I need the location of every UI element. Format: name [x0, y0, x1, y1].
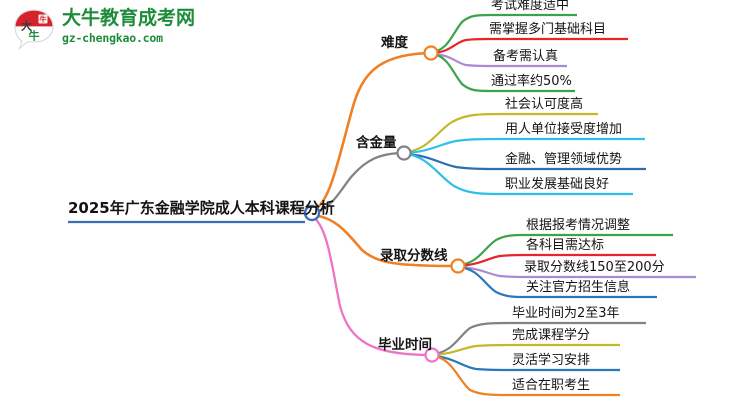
svg-text:牛: 牛: [29, 29, 40, 43]
branch-label-luqufenshuxian[interactable]: 录取分数线: [380, 248, 448, 264]
leaf-label-luqufenshuxian150zhi200fen[interactable]: 录取分数线150至200分: [524, 260, 665, 275]
leaf-label-shehuirenkedugao[interactable]: 社会认可度高: [505, 97, 584, 112]
hub-hanjinliang[interactable]: [396, 145, 412, 161]
leaf-wire-1-3: [429, 52, 494, 68]
leaf-wire-3-2: [456, 253, 526, 268]
leaf-label-beikaoxurenzhen[interactable]: 备考需认真: [493, 49, 559, 64]
leaf-wire-3-1: [456, 233, 526, 267]
hub-nandu[interactable]: [423, 45, 439, 61]
trunk-nandu: [310, 51, 433, 213]
leaf-label-tongguoluyue50[interactable]: 通过率约50%: [491, 74, 572, 89]
leaf-label-guanzhuguanfangzhaoshengxinxi[interactable]: 关注官方招生信息: [526, 280, 631, 295]
leaf-label-biyeshijianwei2zhi3nian[interactable]: 毕业时间为2至3年: [512, 306, 620, 321]
root-node-label: 2025年广东金融学院成人本科课程分析: [68, 199, 335, 217]
leaf-wire-1-4: [429, 52, 492, 93]
hub-root[interactable]: [303, 204, 321, 222]
trunk-biyeshijian: [310, 214, 434, 357]
leaf-label-genjubaokaoqingkuangtiaozheng[interactable]: 根据报考情况调整: [526, 218, 631, 233]
leaf-label-linghuoxuexianpai[interactable]: 灵活学习安排: [512, 353, 591, 368]
leaf-wire-2-1: [402, 112, 505, 154]
leaf-wire-1-2: [429, 37, 490, 55]
leaf-wire-3-3: [456, 265, 526, 279]
leaf-wire-4-4: [430, 354, 512, 397]
leaf-label-yongrendanweijieshouduzengjia[interactable]: 用人单位接受度增加: [505, 122, 623, 137]
leaf-label-kaoshinandushizhong[interactable]: 考试难度适中: [491, 0, 570, 13]
leaf-label-shiheizaizhikaosheng[interactable]: 适合在职考生: [512, 378, 591, 393]
leaf-wire-3-4: [456, 265, 526, 299]
branch-label-hanjinliang[interactable]: 含金量: [356, 135, 397, 151]
leaf-label-wanchengkechengxuefen[interactable]: 完成课程学分: [512, 328, 591, 343]
svg-text:牛: 牛: [40, 15, 47, 24]
trunk-hanjinliang: [310, 151, 406, 214]
leaf-label-zhiyefazhanjichulianghao[interactable]: 职业发展基础良好: [505, 177, 610, 192]
hub-luqufenshuxian[interactable]: [450, 258, 466, 274]
leaf-label-jinrongguanlilingyuyoushi[interactable]: 金融、管理领域优势: [505, 152, 623, 167]
site-logo[interactable]: 牛 大 牛 大牛教育成考网 gz-chengkao.com: [12, 6, 195, 54]
mindmap-root-node[interactable]: 2025年广东金融学院成人本科课程分析: [68, 198, 335, 218]
branch-label-nandu[interactable]: 难度: [381, 35, 408, 51]
daniu-logo-icon: 牛 大 牛: [14, 9, 54, 50]
trunk-luqufenshuxian: [310, 213, 460, 268]
logo-site-name: 大牛教育成考网: [62, 7, 196, 29]
leaf-label-xuzhangwuduomenjichukemu[interactable]: 需掌握多门基础科目: [489, 22, 607, 37]
logo-domain: gz-chengkao.com: [62, 31, 163, 45]
leaf-wire-2-3: [402, 152, 505, 171]
leaf-wire-2-4: [402, 152, 505, 196]
branch-label-biyeshijian[interactable]: 毕业时间: [378, 337, 432, 353]
leaf-wire-1-1: [429, 13, 492, 54]
svg-text:大: 大: [21, 19, 32, 33]
leaf-wire-4-2: [430, 343, 512, 357]
leaf-wire-4-1: [430, 321, 512, 356]
logo-text-block: 大牛教育成考网 gz-chengkao.com: [62, 7, 195, 46]
hub-biyeshijian[interactable]: [424, 347, 440, 363]
leaf-wire-2-2: [402, 137, 505, 155]
leaf-label-gekemuxudabiao[interactable]: 各科目需达标: [526, 238, 605, 253]
leaf-wire-4-3: [430, 354, 512, 372]
